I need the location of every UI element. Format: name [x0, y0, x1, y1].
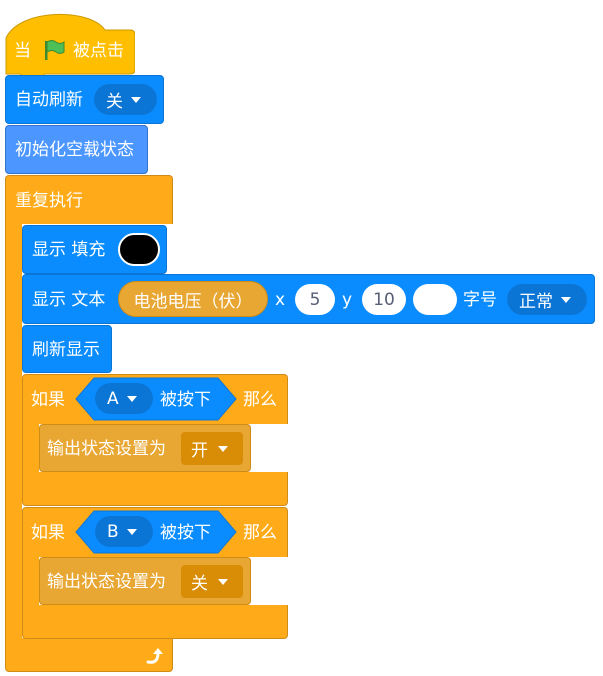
refresh-display-block[interactable]: 刷新显示 — [22, 325, 112, 373]
button-b-dropdown[interactable]: B — [95, 516, 153, 547]
loop-arrow-icon — [146, 648, 163, 664]
auto-refresh-block[interactable]: 自动刷新 关 — [5, 75, 164, 124]
button-a-dropdown[interactable]: A — [95, 383, 153, 414]
fill-color-swatch[interactable] — [118, 233, 160, 266]
auto-refresh-value: 关 — [106, 92, 123, 112]
button-b-value: B — [107, 521, 119, 542]
init-empty-block[interactable]: 初始化空载状态 — [5, 125, 148, 174]
chevron-down-icon — [218, 445, 228, 452]
output-state-value: 开 — [191, 441, 208, 461]
hat-prefix: 当 — [14, 41, 31, 61]
when-flag-clicked-block[interactable]: 当 被点击 — [5, 8, 135, 76]
init-empty-label: 初始化空载状态 — [15, 140, 134, 160]
hat-suffix: 被点击 — [73, 41, 124, 61]
chevron-down-icon — [126, 528, 137, 535]
show-text-label: 显示 文本 — [32, 290, 106, 310]
pressed-label: 被按下 — [160, 523, 211, 543]
then-label: 那么 — [243, 390, 277, 410]
if-label: 如果 — [31, 523, 65, 543]
y-input[interactable]: 10 — [362, 284, 406, 315]
if-block-a[interactable]: 如果 A 被按下 那么 — [22, 374, 288, 424]
green-flag-icon[interactable] — [42, 38, 66, 62]
hat-shape — [5, 14, 135, 76]
font-size-dropdown[interactable]: 正常 — [507, 284, 587, 315]
if-b-arm — [22, 557, 39, 607]
show-fill-block[interactable]: 显示 填充 — [22, 225, 167, 274]
forever-footer[interactable] — [5, 638, 173, 672]
x-input[interactable]: 5 — [295, 284, 335, 315]
auto-refresh-label: 自动刷新 — [15, 90, 83, 110]
pressed-label: 被按下 — [160, 390, 211, 410]
if-label: 如果 — [31, 390, 65, 410]
then-label: 那么 — [243, 523, 277, 543]
forever-label: 重复执行 — [15, 191, 83, 211]
chevron-down-icon — [131, 96, 141, 103]
if-a-footer — [22, 472, 288, 506]
auto-refresh-dropdown[interactable]: 关 — [94, 84, 157, 115]
size-label: 字号 — [463, 290, 497, 310]
forever-block[interactable]: 重复执行 — [5, 175, 173, 224]
output-state-dropdown[interactable]: 开 — [181, 432, 243, 465]
show-fill-label: 显示 填充 — [32, 240, 106, 260]
forever-arm — [5, 224, 22, 640]
refresh-display-label: 刷新显示 — [32, 340, 100, 360]
if-block-b[interactable]: 如果 B 被按下 那么 — [22, 507, 288, 557]
set-output-on-block[interactable]: 输出状态设置为 开 — [39, 424, 251, 472]
output-state-value: 关 — [191, 574, 208, 594]
chevron-down-icon — [126, 395, 137, 402]
set-output-label: 输出状态设置为 — [47, 572, 166, 592]
text-value-reporter[interactable]: 电池电压（伏） — [118, 281, 268, 317]
if-a-arm — [22, 424, 39, 474]
set-output-off-block[interactable]: 输出状态设置为 关 — [39, 557, 251, 605]
set-output-label: 输出状态设置为 — [47, 439, 166, 459]
button-a-value: A — [107, 388, 119, 409]
if-b-footer — [22, 605, 288, 639]
chevron-down-icon — [218, 578, 228, 585]
font-size-value: 正常 — [519, 292, 553, 312]
show-text-block[interactable]: 显示 文本 电池电压（伏） x 5 y 10 字号 正常 — [22, 274, 595, 324]
chevron-down-icon — [561, 296, 571, 303]
y-label: y — [342, 290, 353, 310]
output-state-dropdown[interactable]: 关 — [181, 565, 243, 598]
empty-input[interactable] — [413, 284, 457, 315]
x-label: x — [275, 290, 286, 310]
